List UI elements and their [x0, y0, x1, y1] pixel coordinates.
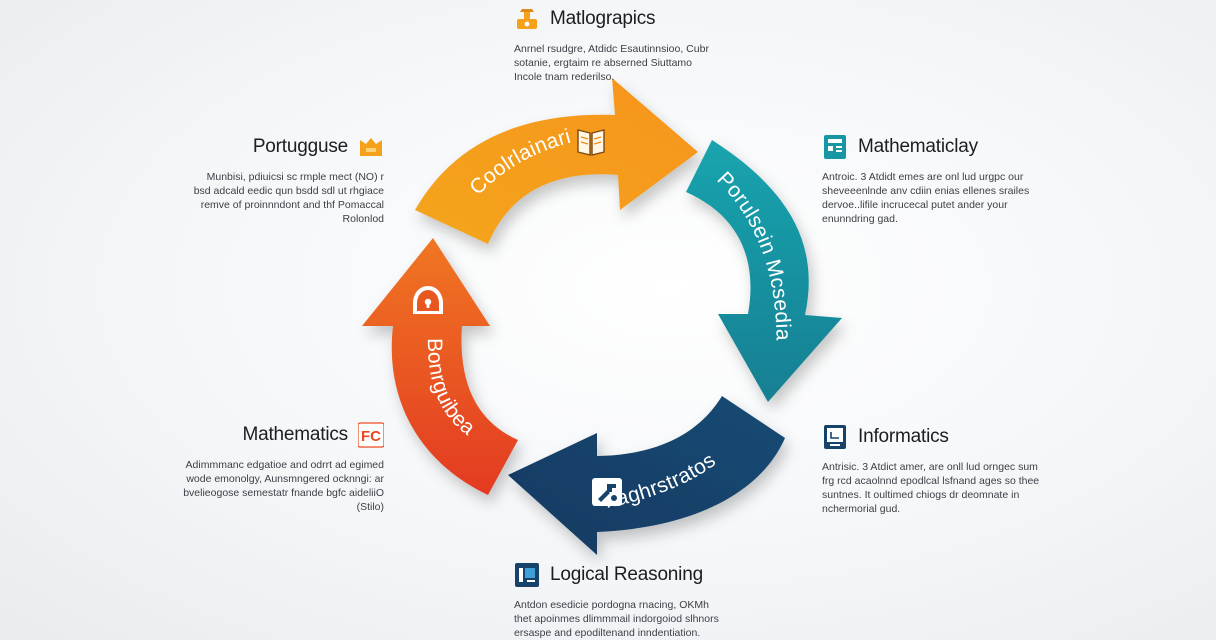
segment-top-arrow [415, 78, 698, 244]
block-top-title: Matlograpics [550, 8, 656, 29]
block-top-left-description: Munbisi, pdiuicsi sc rmple mect (NO) r b… [193, 171, 384, 225]
block-left: Mathematics FC Adimmmanc edgatioe and od… [170, 422, 384, 514]
book-icon [577, 129, 605, 156]
block-top-left-title: Portugguse [252, 136, 348, 157]
segment-left-arrow [362, 238, 518, 495]
block-bottom-description: Antdon esedicie pordogna rnacing, OKMh t… [514, 599, 719, 639]
block-top-left: Portugguse Munbisi, pdiuicsi sc rmple me… [172, 134, 384, 226]
terminal-icon [822, 424, 848, 450]
block-right-description: Antroic. 3 Atdidt emes are onl lud urgpc… [822, 171, 1030, 225]
fc-icon: FC [358, 422, 384, 448]
block-right: Mathematiclay Antroic. 3 Atdidt emes are… [822, 134, 1052, 226]
svg-text:FC: FC [361, 428, 381, 445]
block-bottom-right-title: Informatics [858, 426, 949, 447]
lock-icon [413, 286, 443, 314]
block-bottom-right-description: Antrisic. 3 Atdict amer, are onll lud or… [822, 461, 1040, 515]
flag-icon [514, 562, 540, 588]
puzzle-icon [592, 478, 622, 506]
tablet-icon [822, 134, 848, 160]
block-left-description: Adimmmanc edgatioe and odrrt ad egimed w… [183, 459, 384, 513]
segment-right-arrow [686, 140, 842, 402]
block-bottom: Logical Reasoning Antdon esedicie pordog… [514, 562, 754, 640]
block-top: Matlograpics Anrnel rsudgre, Atdidc Esau… [514, 6, 734, 84]
portfolio-icon [358, 134, 384, 160]
block-bottom-title: Logical Reasoning [550, 564, 703, 585]
block-left-title: Mathematics [242, 424, 348, 445]
block-top-description: Anrnel rsudgre, Atdidc Esautinnsioo, Cub… [514, 43, 709, 83]
segment-bottom-arrow [508, 396, 785, 555]
block-right-title: Mathematiclay [858, 136, 978, 157]
block-bottom-right: Informatics Antrisic. 3 Atdict amer, are… [822, 424, 1058, 516]
scale-icon [514, 6, 540, 32]
